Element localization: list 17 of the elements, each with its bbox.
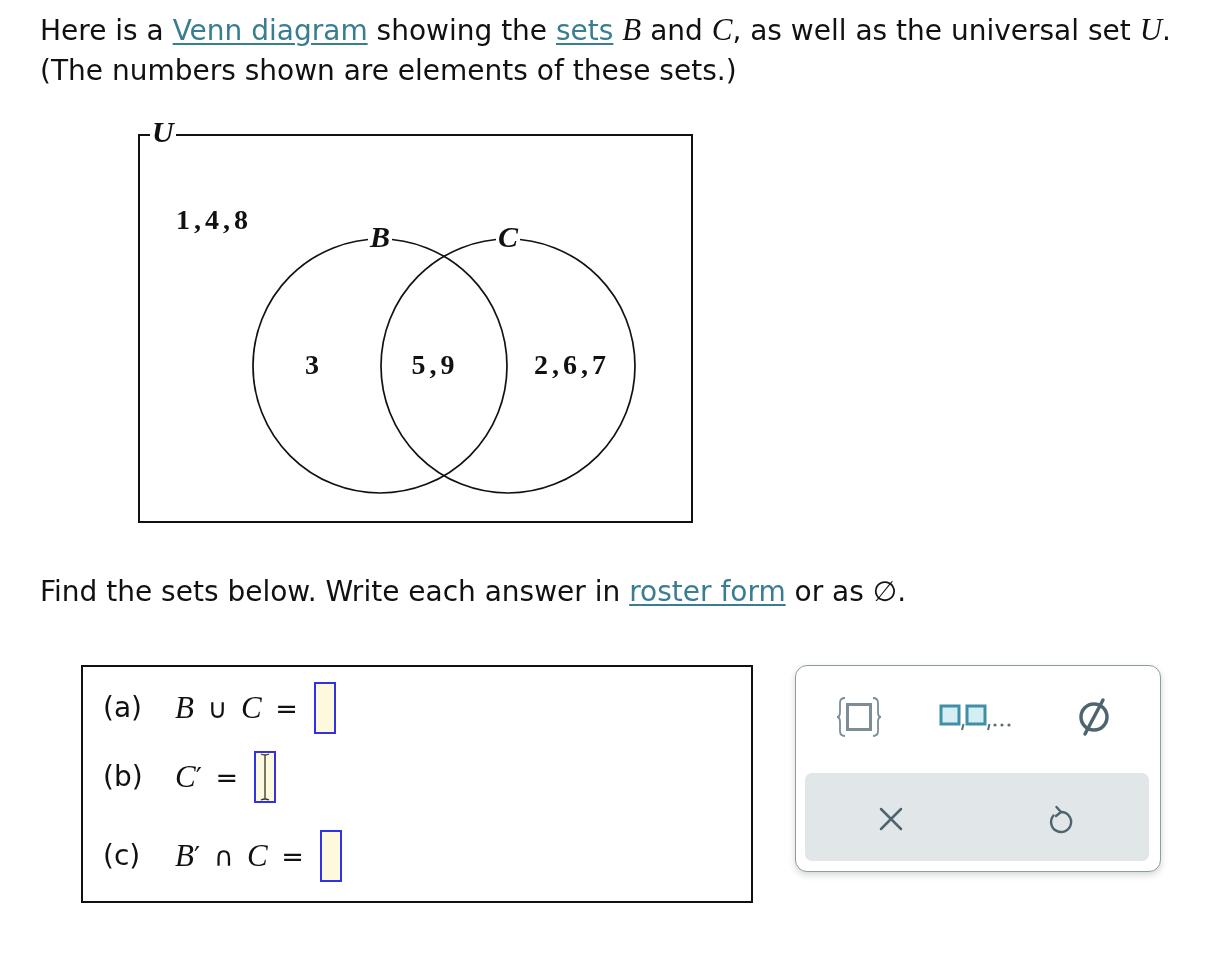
math-expression: B′ ∩ C = bbox=[175, 839, 304, 873]
link: sets bbox=[556, 14, 614, 47]
part-label: (c) bbox=[103, 840, 141, 872]
instruction-text: Find the sets below. Write each answer in roster form or as ∅. bbox=[40, 575, 907, 609]
note-text: (The numbers shown are elements of these sets.) bbox=[40, 54, 737, 88]
part-label: (a) bbox=[103, 692, 142, 724]
question-box bbox=[81, 665, 753, 903]
set-elements: 2,6,7 bbox=[534, 350, 610, 380]
link: Venn diagram bbox=[172, 14, 368, 47]
math-expression: B ∪ C = bbox=[175, 691, 298, 725]
set-elements: 5,9 bbox=[411, 350, 459, 380]
set-elements: 3 bbox=[305, 350, 323, 380]
link: roster form bbox=[629, 575, 786, 608]
part-label: (b) bbox=[103, 761, 143, 793]
set-elements: 1,4,8 bbox=[176, 205, 252, 235]
math-expression: C′ = bbox=[175, 760, 239, 794]
intro-text: Here is a Venn diagram showing the sets B and C, as well as the universal set U. bbox=[40, 13, 1171, 48]
